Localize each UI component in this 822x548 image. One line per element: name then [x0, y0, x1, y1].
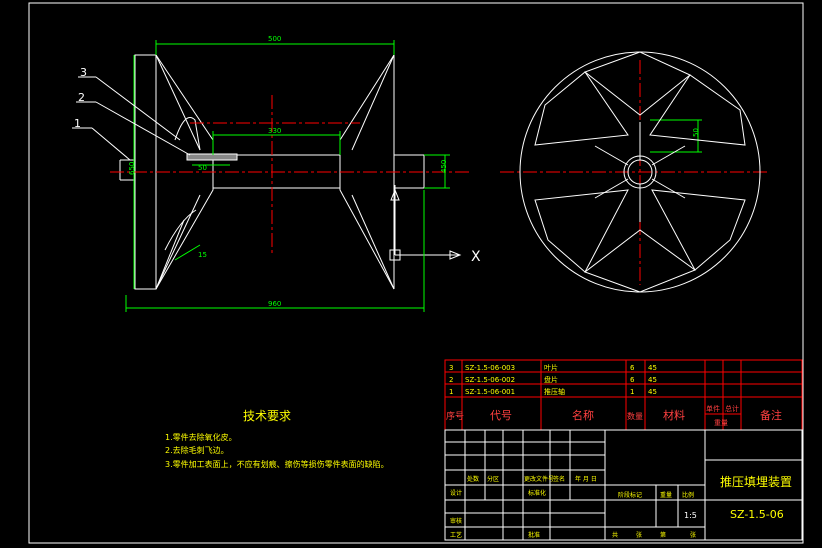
- part-row-2-code: SZ-1.5-06-002: [465, 376, 515, 384]
- part-row-1-qty: 6: [630, 364, 635, 372]
- parts-header-weight: 重量: [714, 419, 728, 427]
- part-row-2-qty: 6: [630, 376, 635, 384]
- leader-label-3: 3: [80, 66, 87, 79]
- dim-inner-width: 330: [268, 127, 281, 135]
- tb-date: 年 月 日: [575, 475, 597, 483]
- tb-mark-count: 处数: [467, 475, 479, 483]
- leader-label-1: 1: [74, 117, 81, 130]
- part-row-3-code: SZ-1.5-06-001: [465, 388, 515, 396]
- leader-label-2: 2: [78, 91, 85, 104]
- tech-req-item-1: 1.零件去除氧化皮。: [165, 432, 237, 442]
- center-lines: [110, 60, 770, 285]
- tb-weight: 重量: [660, 491, 672, 499]
- dim-small-50: 50: [198, 164, 207, 172]
- tb-sheet-of: 张: [636, 531, 642, 539]
- part-row-1-material: 45: [648, 364, 657, 372]
- dim-side-view: 50: [692, 128, 700, 137]
- part-row-1-code: SZ-1.5-06-003: [465, 364, 515, 372]
- part-row-3-qty: 1: [630, 388, 634, 396]
- dim-top-width: 500: [268, 35, 281, 43]
- parts-header-code: 代号: [490, 409, 512, 422]
- part-row-2-name: 盘片: [544, 375, 558, 384]
- tb-signature: 签名: [553, 475, 565, 483]
- axis-x-label: X: [471, 249, 481, 265]
- parts-header-qty: 数量: [627, 411, 643, 421]
- sheet-frame: [28, 2, 804, 544]
- part-row-1-name: 叶片: [544, 363, 558, 372]
- dim-shaft-height: 450: [440, 160, 448, 173]
- tech-req-item-3: 3.零件加工表面上，不应有划痕、擦伤等损伤零件表面的缺陷。: [165, 459, 389, 469]
- tb-page: 第: [660, 531, 666, 539]
- tb-sheets: 共: [612, 531, 618, 539]
- tb-drawing-name: 推压填埋装置: [720, 475, 792, 489]
- parts-header-remark: 备注: [760, 408, 782, 422]
- parts-header-material: 材料: [663, 408, 685, 422]
- dim-angle-15: 15: [198, 251, 207, 259]
- part-row-2-material: 45: [648, 376, 657, 384]
- tb-process: 工艺: [450, 531, 462, 539]
- tb-design: 设计: [450, 489, 462, 497]
- part-leaders: [72, 76, 191, 161]
- parts-header-unit: 单件: [706, 404, 720, 413]
- part-row-3-name: 推压轴: [544, 387, 565, 396]
- side-view: [519, 51, 761, 293]
- tech-req-title: 技术要求: [243, 409, 291, 423]
- tb-division: 分区: [487, 475, 499, 483]
- tb-review: 审核: [450, 517, 462, 525]
- parts-header-name: 名称: [572, 408, 594, 422]
- tb-scale: 1:5: [684, 511, 697, 520]
- dim-left-height: 650: [128, 162, 136, 175]
- tb-page-unit: 张: [690, 531, 696, 539]
- tech-req-item-2: 2.去除毛刺飞边。: [165, 445, 229, 455]
- title-block-lines: [444, 429, 803, 541]
- dim-bottom-width: 960: [268, 300, 281, 308]
- parts-header-no: 序号: [446, 410, 464, 422]
- part-row-2-no: 2: [449, 376, 453, 384]
- tb-change-doc: 更改文件号: [524, 475, 554, 483]
- tb-standardize: 标准化: [528, 489, 546, 497]
- tb-approve: 批准: [528, 531, 540, 539]
- part-row-3-material: 45: [648, 388, 657, 396]
- tb-stage-mark: 阶段标记: [618, 491, 642, 499]
- part-row-3-no: 1: [449, 388, 453, 396]
- tb-drawing-no: SZ-1.5-06: [730, 508, 784, 521]
- part-row-1-no: 3: [449, 364, 453, 372]
- parts-table-lines: [444, 359, 803, 431]
- tb-ratio: 比例: [682, 491, 694, 499]
- dimensions: [125, 40, 702, 312]
- parts-header-total: 总计: [725, 404, 739, 413]
